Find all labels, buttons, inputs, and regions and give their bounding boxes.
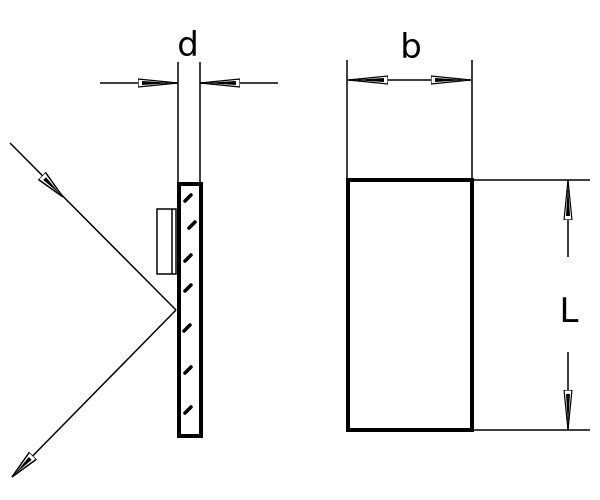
length-dimension xyxy=(472,179,590,431)
strip-side-view xyxy=(177,182,203,438)
incident-ray xyxy=(9,142,177,311)
width-label: b xyxy=(400,27,422,67)
strip-front-view xyxy=(346,178,474,432)
mount-block xyxy=(156,208,177,275)
length-label: L xyxy=(560,291,579,331)
adhesive-dots xyxy=(182,193,197,415)
thickness-label: d xyxy=(177,25,199,65)
reflected-ray xyxy=(12,309,177,477)
width-dimension xyxy=(346,60,473,180)
thickness-dimension xyxy=(100,62,278,183)
